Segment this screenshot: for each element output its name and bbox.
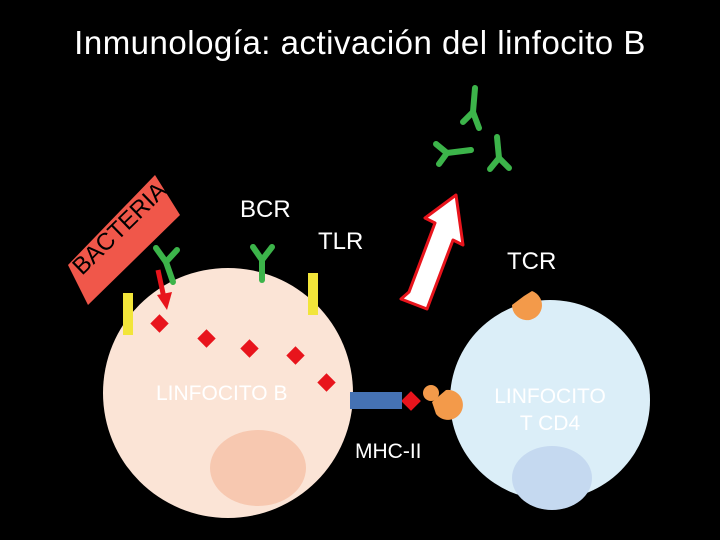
t-cell-label-line2: T CD4 <box>519 412 581 435</box>
antibody-1 <box>460 85 482 131</box>
tlr-label: TLR <box>318 228 364 255</box>
antigen-3 <box>240 339 259 358</box>
entry-arrow <box>155 269 172 310</box>
secretion-arrow <box>399 193 465 311</box>
antibody-2 <box>433 141 474 167</box>
tlr-receptor-left <box>123 293 133 335</box>
antigen-6 <box>401 391 421 411</box>
t-cell-body <box>450 300 650 500</box>
bcr-receptor-2 <box>250 244 275 283</box>
tcr-receptor-binding <box>432 389 463 420</box>
mhc-ii-label: MHC-II <box>355 440 422 463</box>
slide-title: Inmunología: activación del linfocito B <box>74 24 646 61</box>
antigen-5 <box>317 373 336 392</box>
antigen-2 <box>197 329 216 348</box>
t-cell-label-line1: LINFOCITO <box>494 385 606 408</box>
mhc-ii-molecule <box>350 392 402 409</box>
antibody-3 <box>487 134 512 172</box>
antigen-4 <box>286 346 305 365</box>
t-cell-nucleus <box>512 446 592 510</box>
tcr-label: TCR <box>507 248 557 275</box>
bcr-label: BCR <box>240 196 291 223</box>
b-cell-nucleus <box>210 430 306 506</box>
tlr-receptor-right <box>308 273 318 315</box>
antigen-1 <box>150 314 169 333</box>
tcr-receptor-small <box>423 385 439 401</box>
bacteria-shape <box>68 175 180 305</box>
bcr-receptor-1 <box>153 245 180 285</box>
tcr-receptor-top <box>511 291 542 321</box>
b-cell-label: LINFOCITO B <box>156 382 288 405</box>
antigen-fragments <box>150 314 421 411</box>
